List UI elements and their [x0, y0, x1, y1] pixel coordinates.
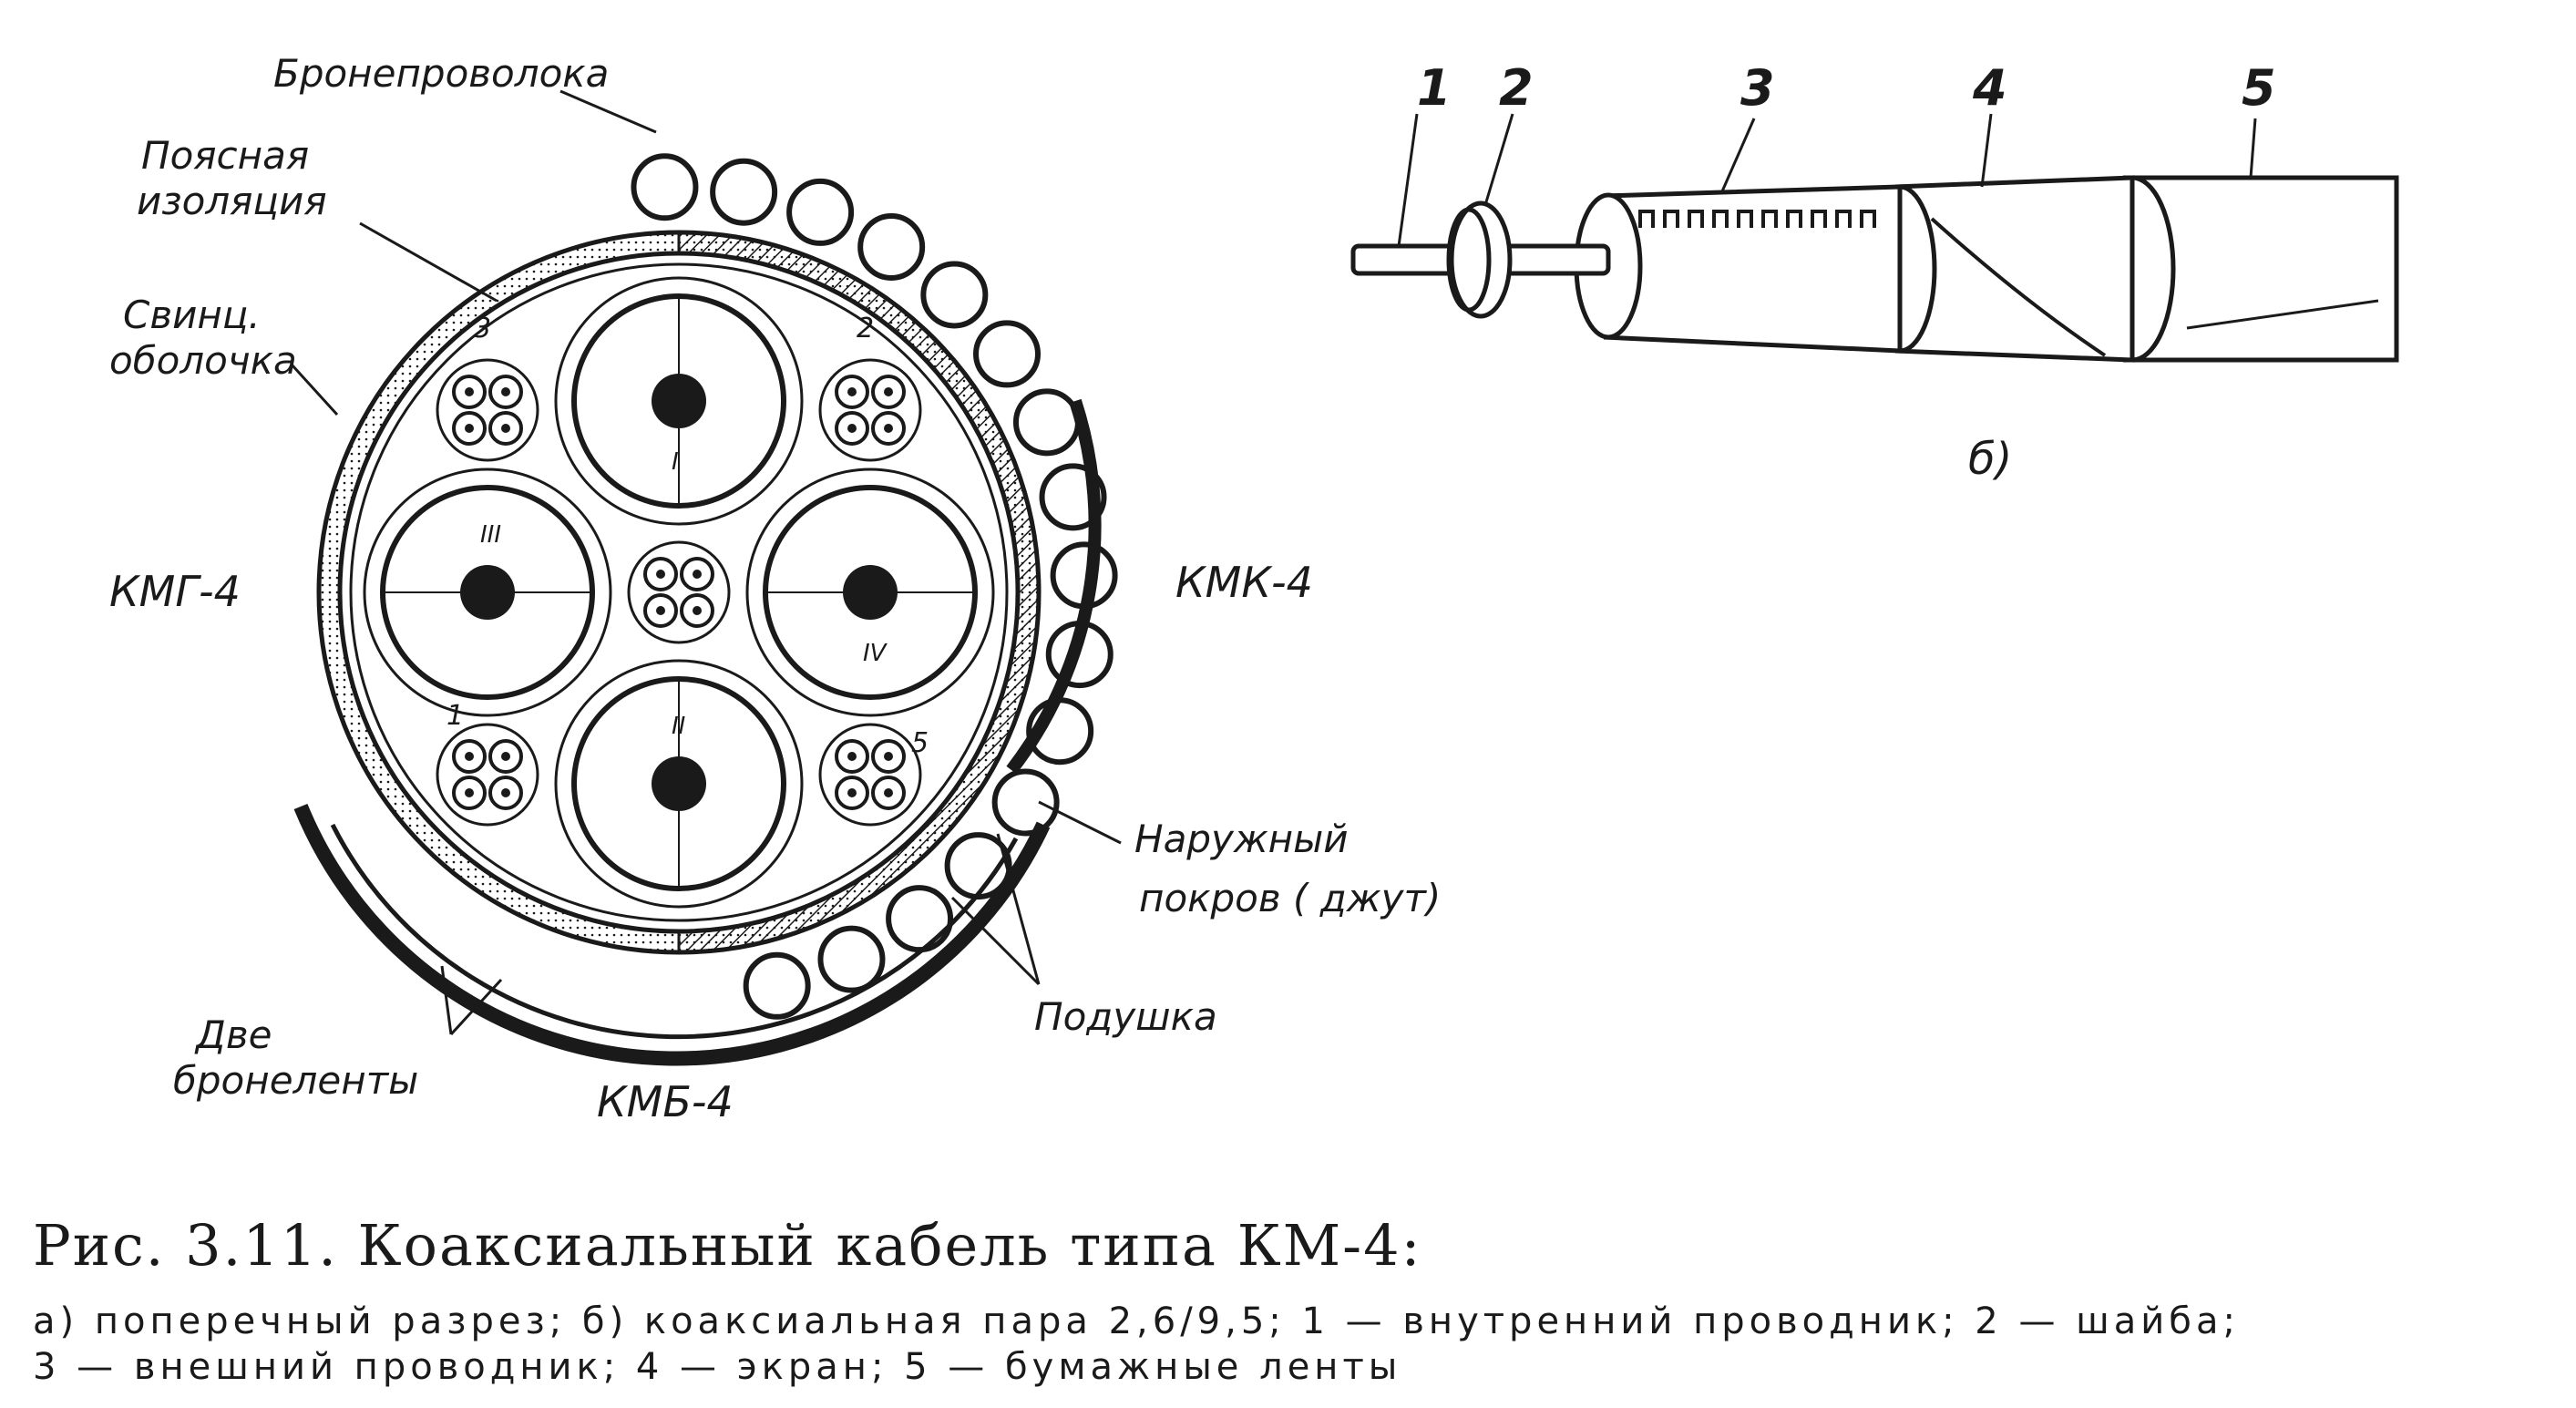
armor-wire — [973, 320, 1042, 388]
label-kmk: КМК-4 — [1175, 558, 1313, 607]
armor-wire — [886, 885, 954, 953]
signal-quad — [627, 540, 731, 644]
label-lead-sheath-1: Свинц. — [123, 293, 261, 337]
label-outer-cover-1: Наружный — [1134, 817, 1349, 861]
part-number-5: 5 — [2242, 59, 2276, 117]
coax-tube: IV — [745, 468, 995, 717]
caption-line-1: а) поперечный разрез; б) коаксиальная па… — [33, 1300, 2240, 1342]
label-kmg: КМГ-4 — [109, 567, 241, 616]
armor-wire — [1012, 388, 1081, 457]
label-kmb: КМБ-4 — [597, 1077, 734, 1126]
outer-cover-jute — [1006, 398, 1102, 775]
quad-number: 5 — [911, 727, 929, 759]
quad-number: 3 — [474, 313, 491, 344]
label-outer-cover-2: покров ( джут) — [1139, 876, 1441, 920]
screen — [1894, 175, 2135, 363]
label-belt-insulation-1: Поясная — [141, 133, 309, 178]
coax-numeral: IV — [863, 640, 888, 667]
quad-number: 1 — [446, 700, 464, 732]
part-number-4: 4 — [1972, 59, 2007, 117]
armor-wire — [857, 212, 926, 281]
coax-numeral: III — [480, 521, 501, 549]
part-number-1: 1 — [1417, 59, 1452, 117]
label-belt-insulation-2: изоляция — [137, 179, 327, 223]
coaxial-pair-drawing — [1350, 113, 2399, 363]
armor-tapes — [293, 803, 1051, 1066]
label-armor-wire: Бронепроволока — [273, 51, 609, 96]
coax-numeral: II — [672, 713, 685, 740]
armor-wire — [743, 951, 811, 1020]
signal-quad: 5 — [818, 723, 929, 827]
coax-tube: I — [554, 276, 804, 526]
paper-tapes — [2123, 175, 2399, 363]
quad-number: 2 — [857, 313, 874, 344]
caption-line-2: 3 — внешний проводник; 4 — экран; 5 — бу… — [33, 1346, 1402, 1388]
washer — [1449, 200, 1513, 319]
armor-wire — [920, 261, 989, 329]
coax-numeral: I — [672, 448, 679, 476]
coax-tube: II — [554, 659, 804, 909]
armor-wire — [786, 178, 855, 246]
label-two-tapes-2: бронеленты — [173, 1058, 418, 1103]
coax-tube: III — [363, 468, 612, 717]
label-lead-sheath-2: оболочка — [109, 338, 297, 383]
signal-quad: 1 — [436, 700, 539, 827]
caption-description: а) поперечный разрез; б) коаксиальная па… — [33, 1299, 2548, 1390]
caption-title: Рис. 3.11. Коаксиальный кабель типа КМ-4… — [33, 1212, 1422, 1279]
armor-wire — [631, 153, 699, 221]
armor-wire — [710, 158, 778, 226]
signal-quad: 2 — [818, 313, 922, 462]
figure-caption: Рис. 3.11. Коаксиальный кабель типа КМ-4… — [33, 1212, 2548, 1390]
armor-wire — [991, 768, 1060, 837]
part-number-2: 2 — [1499, 59, 1534, 117]
armor-wire — [817, 925, 886, 993]
label-cushion: Подушка — [1034, 994, 1217, 1039]
panel-b-label: б) — [1968, 434, 2012, 485]
signal-quad: 3 — [436, 313, 539, 462]
part-number-3: 3 — [1740, 59, 1775, 117]
label-two-tapes-1: Две — [194, 1012, 272, 1057]
